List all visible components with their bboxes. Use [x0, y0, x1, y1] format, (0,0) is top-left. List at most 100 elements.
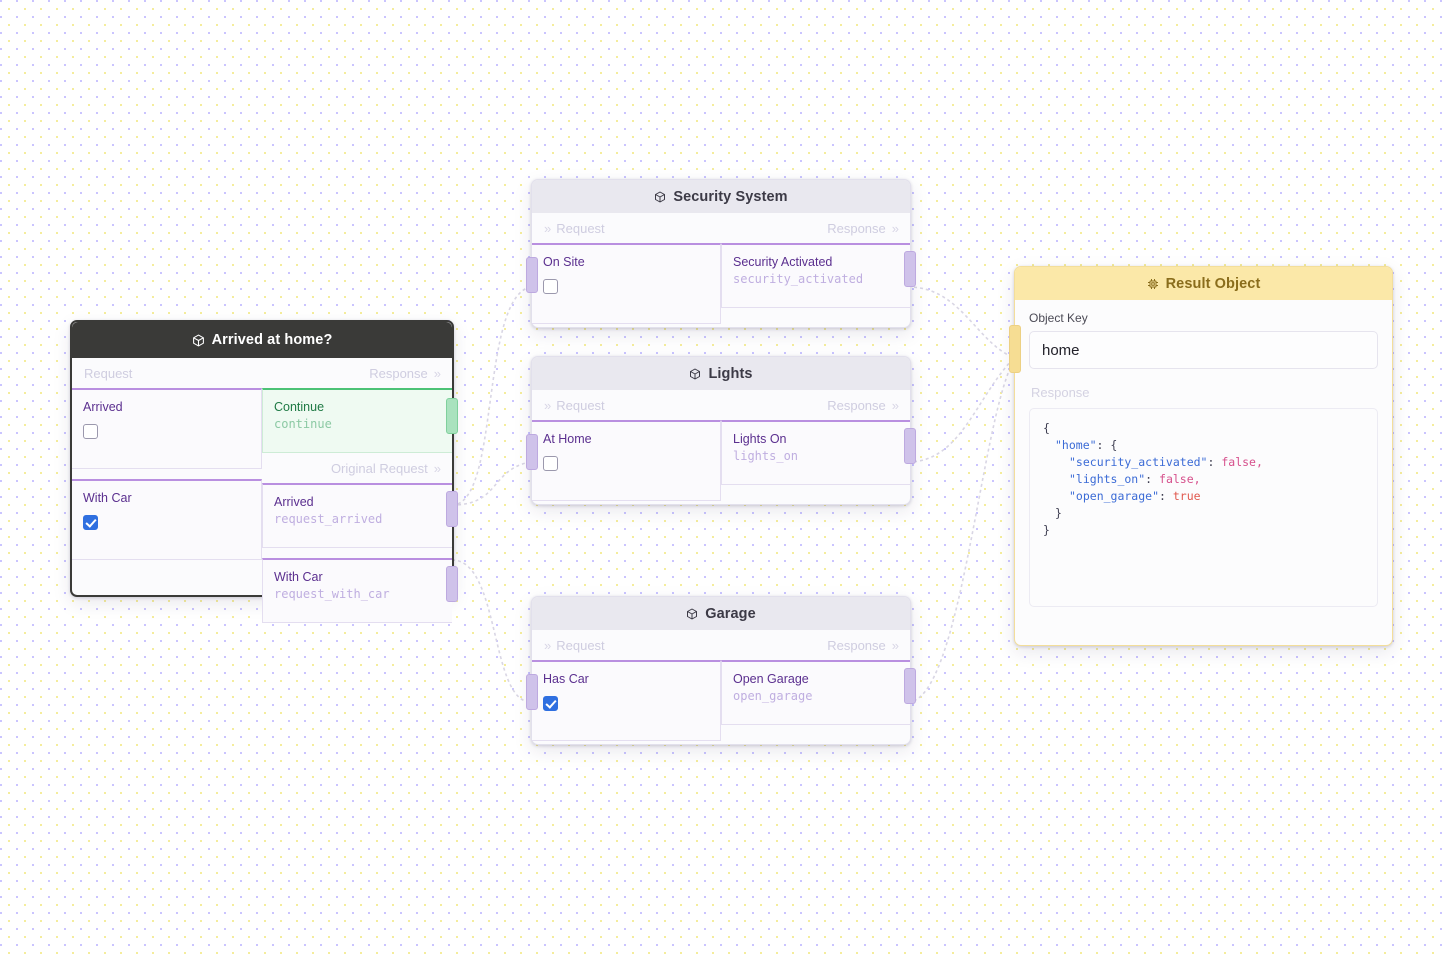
field-code: security_activated: [733, 272, 864, 286]
node-garage[interactable]: Garage » Request Response » Has Car Open G…: [526, 596, 916, 745]
output-port-open-garage[interactable]: [904, 668, 916, 704]
field-label: Arrived: [83, 400, 123, 414]
field-label: Arrived: [274, 495, 314, 509]
checkbox-arrived[interactable]: [83, 424, 98, 439]
checkbox-with-car[interactable]: [83, 515, 98, 530]
request-field-has-car[interactable]: Has Car: [526, 660, 721, 741]
json-punct: :: [1207, 455, 1222, 469]
chevrons-right-icon: »: [544, 220, 551, 236]
edge-arrived-to-garage: [451, 559, 531, 703]
response-field-security-activated[interactable]: Security Activated security_activated: [721, 243, 916, 308]
node-lights[interactable]: Lights »Request Response» At Home Lights…: [526, 356, 916, 505]
io-header-row: Request Response »: [72, 358, 452, 388]
request-field-arrived[interactable]: Arrived: [72, 388, 262, 469]
checkbox-on-site[interactable]: [543, 279, 558, 294]
request-label: Request: [556, 637, 605, 653]
object-key-value: home: [1042, 341, 1080, 359]
json-punct: }: [1043, 523, 1050, 537]
json-punct: }: [1055, 506, 1062, 520]
response-field-lights-on[interactable]: Lights On lights_on: [721, 420, 916, 485]
field-label: With Car: [274, 570, 323, 584]
edge-lights-to-result: [907, 359, 1013, 463]
field-code: open_garage: [733, 689, 813, 703]
request-field-on-site[interactable]: On Site: [526, 243, 721, 324]
cube-icon: [192, 334, 205, 347]
request-label: Request: [556, 220, 605, 236]
checkbox-at-home[interactable]: [543, 456, 558, 471]
request-label: Request: [556, 397, 605, 413]
original-request-field-arrived[interactable]: Arrived request_arrived: [262, 483, 458, 548]
input-port-has-car[interactable]: [526, 674, 538, 710]
response-label: Response: [369, 365, 428, 381]
node-result-object[interactable]: Result Object Object Key home Response {…: [1009, 266, 1393, 646]
request-field-with-car[interactable]: With Car: [72, 479, 262, 560]
chevrons-right-icon: »: [433, 365, 441, 381]
cube-icon: [654, 191, 666, 203]
output-port-continue[interactable]: [446, 398, 458, 434]
json-value: false,: [1159, 472, 1201, 486]
node-title: Security System: [673, 188, 788, 205]
node-title: Garage: [705, 605, 756, 622]
request-label: Request: [84, 365, 133, 381]
node-header[interactable]: Security System: [532, 180, 910, 213]
json-value: true: [1172, 489, 1201, 503]
field-code: lights_on: [733, 449, 799, 463]
original-request-row: Original Request»: [262, 453, 452, 483]
response-label: Response: [827, 220, 886, 236]
io-header-row: »Request Response»: [532, 213, 910, 243]
chevrons-right-icon: »: [544, 637, 551, 653]
io-header-row: »Request Response»: [532, 390, 910, 420]
node-security-system[interactable]: Security System »Request Response» On Si…: [526, 179, 916, 328]
response-label: Response: [827, 397, 886, 413]
node-header[interactable]: Arrived at home?: [72, 322, 452, 358]
chevrons-right-icon: »: [891, 397, 899, 413]
json-line: {: [1043, 421, 1050, 435]
field-code: request_arrived: [274, 512, 383, 526]
field-label: On Site: [543, 255, 585, 269]
edge-arrived-to-security: [451, 286, 531, 506]
node-title: Lights: [708, 365, 753, 382]
response-label: Response: [827, 637, 886, 653]
edge-arrived-to-lights: [451, 461, 531, 506]
node-title: Result Object: [1165, 275, 1261, 292]
json-key: "security_activated": [1069, 455, 1208, 469]
node-header[interactable]: Garage: [532, 597, 910, 630]
field-label: At Home: [543, 432, 592, 446]
json-punct: :: [1159, 489, 1173, 503]
field-label: Open Garage: [733, 672, 809, 686]
response-field-open-garage[interactable]: Open Garage open_garage: [721, 660, 916, 725]
field-label: Lights On: [733, 432, 787, 446]
cube-icon: [686, 608, 698, 620]
field-label: Continue: [274, 400, 325, 414]
object-key-input[interactable]: home: [1029, 331, 1378, 369]
field-code: request_with_car: [274, 587, 390, 601]
input-port-at-home[interactable]: [526, 434, 538, 470]
response-field-continue[interactable]: Continue continue: [262, 388, 458, 453]
request-field-at-home[interactable]: At Home: [526, 420, 721, 501]
node-header[interactable]: Lights: [532, 357, 910, 390]
checkbox-has-car[interactable]: [543, 696, 558, 711]
json-key: "open_garage": [1069, 489, 1160, 503]
output-port-security-activated[interactable]: [904, 251, 916, 287]
field-label: With Car: [83, 491, 132, 505]
output-port-request-arrived[interactable]: [446, 491, 458, 527]
field-label: Has Car: [543, 672, 589, 686]
json-key: "home": [1055, 438, 1097, 452]
edge-garage-to-result: [907, 363, 1013, 703]
original-request-field-with-car[interactable]: With Car request_with_car: [262, 558, 458, 623]
output-port-lights-on[interactable]: [904, 428, 916, 464]
chip-icon: [1147, 278, 1159, 290]
field-label: Security Activated: [733, 255, 833, 269]
chevrons-right-icon: »: [891, 637, 899, 653]
input-port-result-object[interactable]: [1009, 325, 1021, 373]
json-punct: :: [1145, 472, 1160, 486]
json-punct: : {: [1096, 438, 1118, 452]
node-header[interactable]: Result Object: [1015, 267, 1392, 300]
output-port-request-with-car[interactable]: [446, 566, 458, 602]
original-request-label: Original Request: [330, 460, 428, 476]
node-title: Arrived at home?: [211, 332, 333, 348]
json-value: false,: [1221, 455, 1263, 469]
input-port-on-site[interactable]: [526, 257, 538, 293]
node-arrived-at-home[interactable]: Arrived at home? Request Response » Arriv…: [70, 320, 458, 623]
